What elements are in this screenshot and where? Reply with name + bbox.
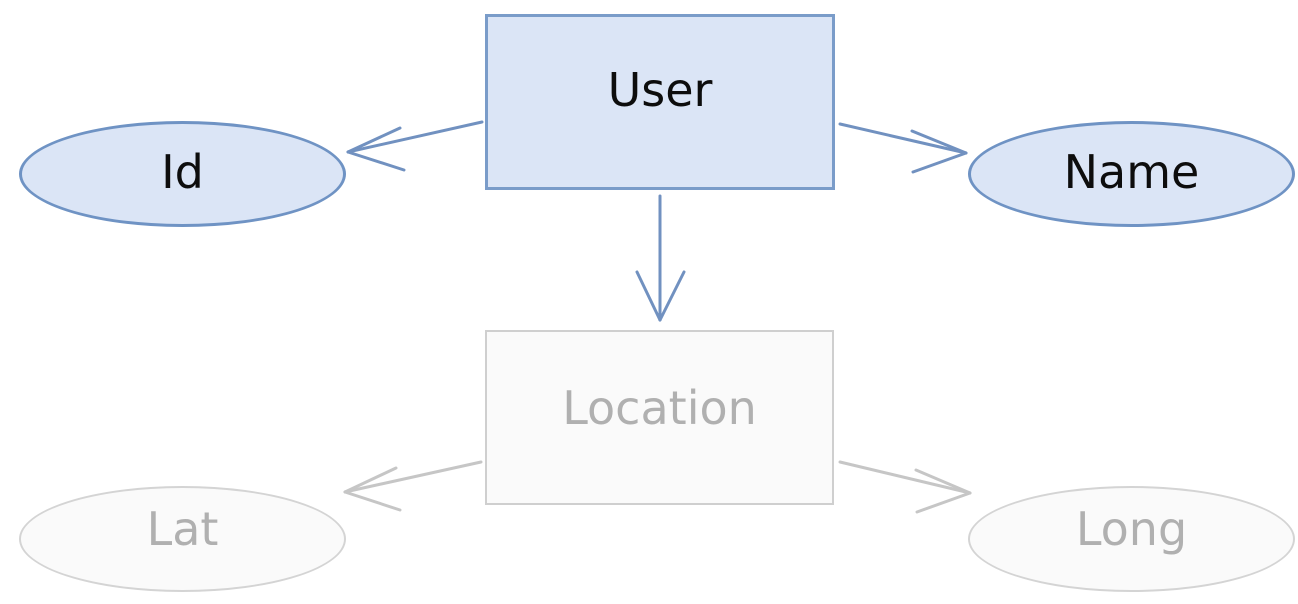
attribute-long-label: Long: [1075, 502, 1188, 556]
edge-user-to-name[interactable]: [838, 122, 968, 174]
attribute-id-label: Id: [161, 145, 204, 199]
edge-location-to-long[interactable]: [838, 460, 972, 514]
attribute-lat-label: Lat: [146, 502, 219, 556]
entity-user[interactable]: User: [485, 14, 835, 190]
entity-location[interactable]: Location: [485, 330, 834, 505]
attribute-lat[interactable]: Lat: [19, 486, 346, 592]
attribute-long[interactable]: Long: [968, 486, 1295, 592]
entity-location-label: Location: [562, 380, 757, 435]
attribute-name[interactable]: Name: [968, 121, 1295, 227]
attribute-name-label: Name: [1063, 145, 1200, 199]
edge-user-to-location[interactable]: [635, 194, 686, 322]
entity-user-label: User: [607, 63, 713, 117]
edge-user-to-id[interactable]: [346, 120, 484, 172]
edge-location-to-lat[interactable]: [343, 460, 483, 512]
attribute-id[interactable]: Id: [19, 121, 346, 227]
